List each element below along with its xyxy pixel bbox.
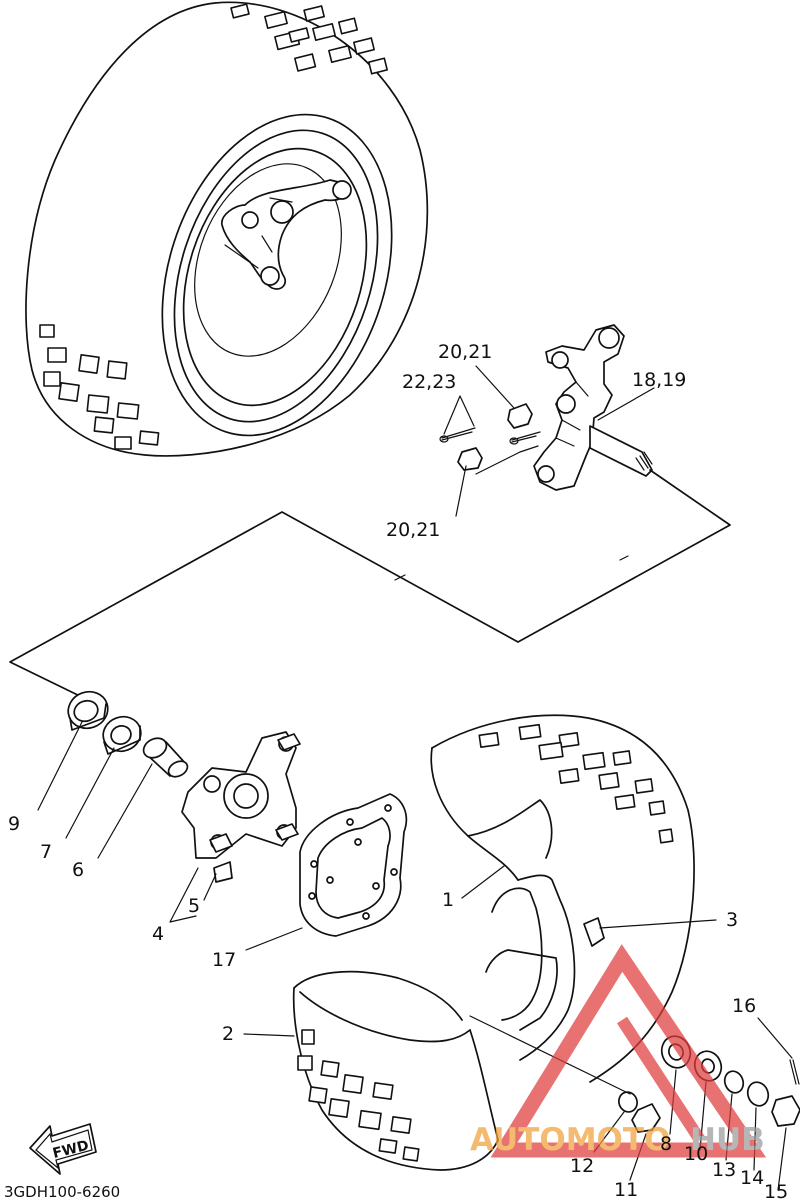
callout-13: 13	[712, 1159, 736, 1181]
callout-20-21-top: 20,21	[438, 341, 492, 363]
callout-15: 15	[764, 1181, 788, 1200]
callout-1: 1	[442, 889, 454, 911]
fwd-direction-badge: FWD	[29, 1123, 97, 1175]
callout-7: 7	[40, 841, 52, 863]
callout-18-19: 18,19	[632, 369, 686, 391]
callout-3: 3	[726, 909, 738, 931]
callout-17: 17	[212, 949, 236, 971]
spacer	[142, 737, 189, 778]
gasket-plate	[299, 793, 408, 937]
callout-22-23: 22,23	[402, 371, 456, 393]
assembled-front-wheel	[25, 1, 429, 457]
watermark-text-automoto: AUTOMOTO	[470, 1122, 670, 1158]
assembly-centerline	[394, 555, 629, 581]
tread-lugs-top	[230, 3, 389, 75]
callout-10: 10	[684, 1143, 708, 1165]
tire-inner-half	[292, 970, 499, 1171]
watermark: AUTOMOTO HUB	[470, 944, 767, 1158]
callout-6: 6	[72, 859, 84, 881]
assembly-outline	[9, 469, 731, 701]
oil-seal	[67, 690, 109, 731]
callout-12: 12	[570, 1155, 594, 1177]
callout-labels: 20,21 22,23 18,19 20,21 9 7 6 5 4 17 1 3…	[8, 341, 788, 1200]
watermark-triangle-logo	[490, 944, 767, 1158]
fwd-arrow-icon	[29, 1123, 97, 1175]
tire-outer-half	[430, 714, 695, 1083]
steering-knuckle	[533, 324, 653, 491]
bearing	[102, 715, 142, 755]
front-hub	[181, 731, 301, 883]
knuckle-hardware	[439, 403, 541, 475]
callout-16: 16	[732, 995, 756, 1017]
leader-lines	[37, 365, 793, 1191]
callout-5: 5	[188, 895, 200, 917]
callout-20-21-bottom: 20,21	[386, 519, 440, 541]
tread-lugs-bottom	[39, 324, 160, 450]
callout-2: 2	[222, 1023, 234, 1045]
watermark-text-hub: HUB	[690, 1122, 765, 1158]
callout-14: 14	[740, 1167, 764, 1189]
callout-11: 11	[614, 1179, 638, 1200]
callout-4: 4	[152, 923, 164, 945]
drawing-code: 3GDH100-6260	[4, 1183, 120, 1200]
callout-8: 8	[660, 1133, 672, 1155]
callout-9: 9	[8, 813, 20, 835]
